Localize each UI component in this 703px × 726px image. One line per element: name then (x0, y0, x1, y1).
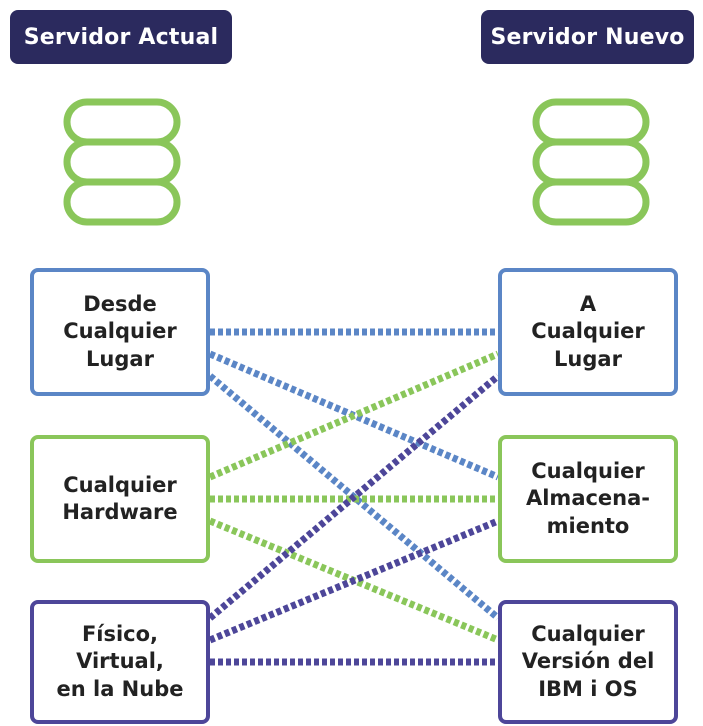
box-from-anywhere-label: Desde Cualquier Lugar (63, 292, 177, 371)
box-any-ibm-i-os-version-label: Cualquier Versión del IBM i OS (521, 622, 655, 701)
header-new-server-label: Servidor Nuevo (490, 24, 685, 50)
box-physical-virtual-cloud-label: Físico, Virtual, en la Nube (56, 622, 184, 701)
box-any-storage-label: Cualquier Almacena- miento (525, 459, 651, 538)
database-icon (63, 98, 181, 226)
header-new-server: Servidor Nuevo (481, 10, 694, 64)
connection-lines (207, 328, 501, 666)
box-to-anywhere: A Cualquier Lugar (498, 268, 678, 396)
box-from-anywhere: Desde Cualquier Lugar (30, 268, 210, 396)
box-any-hardware: Cualquier Hardware (30, 435, 210, 563)
connection-line-purple (207, 373, 501, 621)
database-icon (532, 98, 650, 226)
box-physical-virtual-cloud: Físico, Virtual, en la Nube (30, 600, 210, 724)
header-current-server-label: Servidor Actual (23, 24, 219, 50)
connection-line-purple (208, 517, 500, 644)
header-current-server: Servidor Actual (10, 10, 232, 64)
box-any-ibm-i-os-version: Cualquier Versión del IBM i OS (498, 600, 678, 724)
box-any-storage: Cualquier Almacena- miento (498, 435, 678, 563)
box-to-anywhere-label: A Cualquier Lugar (531, 292, 645, 371)
box-any-hardware-label: Cualquier Hardware (62, 472, 178, 524)
connection-line-green (208, 350, 500, 481)
